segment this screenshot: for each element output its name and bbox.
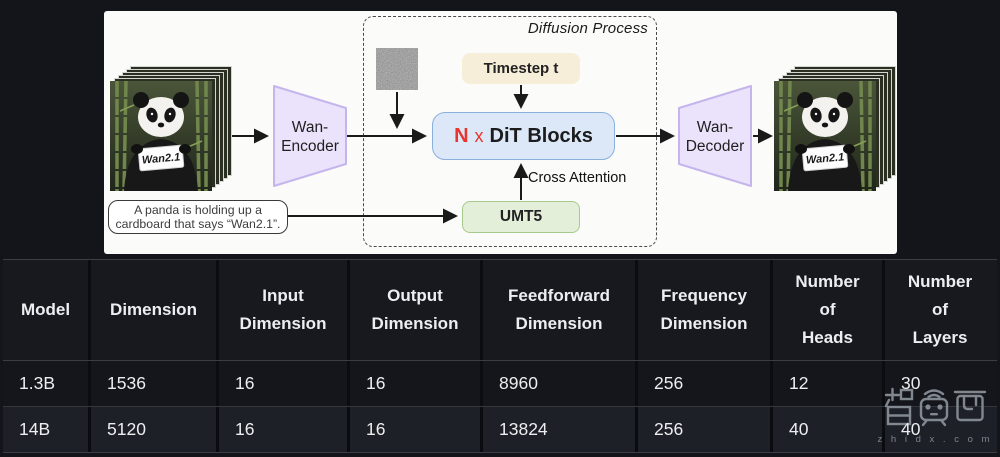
dit-n: N [454, 124, 469, 147]
dit-blocks-node: N x DiT Blocks [432, 112, 615, 160]
panda-image: Wan2.1 [110, 81, 212, 191]
cell-output-dimension: 16 [350, 407, 483, 452]
zhidx-logo-icon [884, 387, 987, 427]
svg-text:Decoder: Decoder [686, 138, 745, 155]
timestep-label: Timestep t [483, 60, 559, 77]
zhidx-domain-text: z h i d x . c o m [877, 434, 993, 445]
panda-sign-text: Wan2.1 [805, 151, 844, 166]
svg-text:Wan-: Wan- [292, 119, 328, 136]
cell-model: 1.3B [3, 361, 91, 406]
panda-image: Wan2.1 [774, 81, 876, 191]
cell-input-dimension: 16 [219, 361, 350, 406]
encoder-label-line1: Wan- [292, 119, 328, 136]
timestep-node: Timestep t [462, 53, 580, 84]
diffusion-process-label: Diffusion Process [527, 20, 648, 37]
cell-number-of-heads: 12 [773, 361, 885, 406]
col-header-dimension: Dimension [91, 260, 219, 360]
zhidx-watermark: z h i d x . c o m [874, 386, 996, 445]
cell-output-dimension: 16 [350, 361, 483, 406]
cell-dimension: 1536 [91, 361, 219, 406]
table-row: 1.3B 1536 16 16 8960 256 12 30 [3, 360, 997, 406]
prompt-callout: A panda is holding up a cardboard that s… [108, 200, 288, 234]
input-video-frames: Wan2.1 [110, 66, 234, 194]
cell-input-dimension: 16 [219, 407, 350, 452]
cell-model: 14B [3, 407, 91, 452]
decoder-label-line1: Wan- [697, 119, 733, 136]
prompt-line2: cardboard that says “Wan2.1”. [115, 217, 281, 231]
col-header-model: Model [3, 260, 91, 360]
output-video-frames: Wan2.1 [774, 66, 898, 194]
cross-attention-label: Cross Attention [528, 170, 627, 186]
umt5-node: UMT5 [462, 201, 580, 233]
svg-text:Encoder: Encoder [281, 138, 339, 155]
cell-feedforward-dimension: 13824 [483, 407, 638, 452]
cell-frequency-dimension: 256 [638, 361, 773, 406]
cell-dimension: 5120 [91, 407, 219, 452]
diffusion-process-container: Diffusion Process [363, 16, 657, 247]
prompt-line1: A panda is holding up a [134, 202, 262, 217]
wan-encoder: Wan- Encoder [273, 85, 347, 187]
cell-frequency-dimension: 256 [638, 407, 773, 452]
noise-latent-icon [376, 48, 418, 90]
umt5-label: UMT5 [499, 208, 543, 225]
cell-feedforward-dimension: 8960 [483, 361, 638, 406]
svg-text:Wan-: Wan- [697, 119, 733, 136]
encoder-label-line2: Encoder [281, 138, 339, 155]
wan-decoder: Wan- Decoder [678, 85, 752, 187]
cell-number-of-layers: 30 [901, 373, 921, 393]
dit-x: x [474, 125, 484, 146]
decoder-label-line2: Decoder [686, 138, 745, 155]
table-row: 14B 5120 16 16 13824 256 40 40 [3, 406, 997, 452]
panda-sign-text: Wan2.1 [141, 151, 180, 166]
dit-label: DiT Blocks [489, 124, 593, 147]
cell-number-of-heads: 40 [773, 407, 885, 452]
